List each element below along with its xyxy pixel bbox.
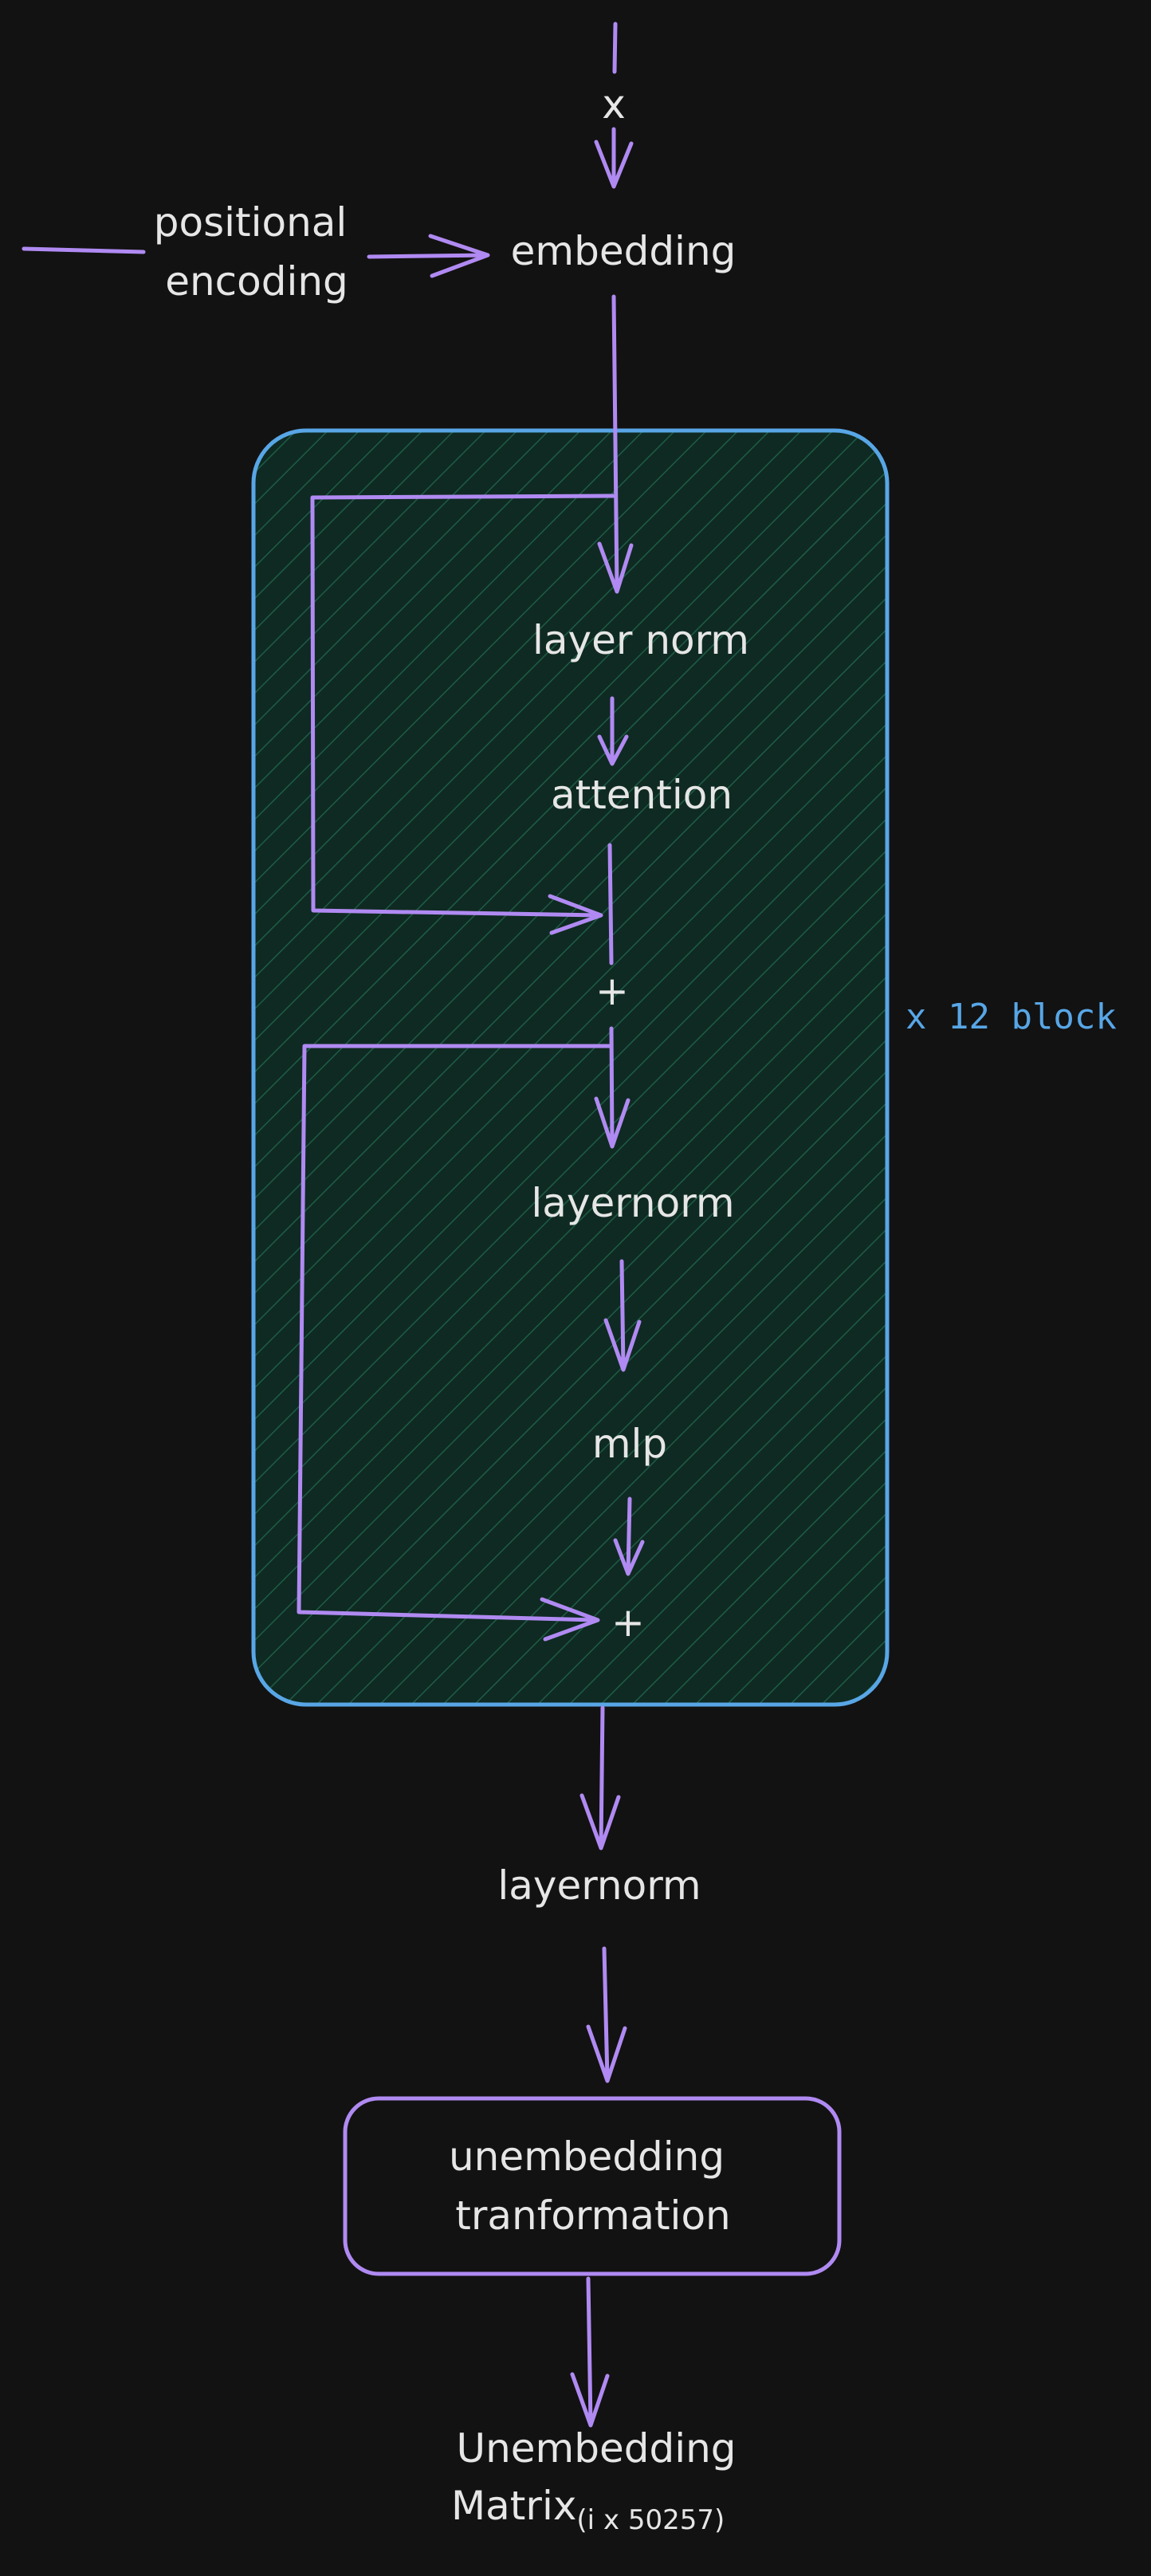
mlp-label: mlp: [592, 1421, 667, 1467]
block-repeat-label: x 12 block: [905, 997, 1117, 1037]
unembedding-box: [343, 2096, 842, 2276]
input-x-label: x: [602, 81, 626, 128]
input-arrow: [594, 22, 634, 189]
unembedding-line-2: tranformation: [455, 2193, 730, 2239]
transformer-block-border: [251, 428, 890, 1707]
positional-encoding-arrow: [367, 234, 490, 278]
positional-encoding-label: positional encoding: [154, 199, 359, 305]
positional-encoding-line-1: positional: [154, 199, 348, 246]
layernorm-to-mlp-arrow: [603, 1259, 642, 1372]
output-matrix-subscript: (i x 50257): [576, 2504, 725, 2536]
add-2-label: +: [611, 1599, 645, 1646]
output-line-1: Unembedding: [456, 2425, 736, 2472]
positional-encoding-line-2: encoding: [165, 258, 348, 305]
residual-1-line: [310, 494, 618, 918]
unembedding-line-1: unembedding: [449, 2134, 725, 2180]
embedding-to-layernorm-arrow: [597, 294, 634, 594]
connectors: [22, 22, 645, 2428]
residual-1-arrowhead: [548, 894, 603, 935]
block-to-layernorm-arrow: [579, 1705, 621, 1850]
layer-norm-1-label: layer norm: [532, 617, 749, 663]
residual-2-arrowhead: [540, 1597, 600, 1642]
transformer-block-hatch: [253, 431, 887, 1705]
final-layernorm-label: layernorm: [497, 1862, 701, 1909]
mlp-to-add-arrow: [613, 1496, 645, 1576]
add-1-label: +: [595, 968, 629, 1014]
attention-to-add-line: [607, 843, 614, 966]
unembedding-to-output-arrow: [570, 2276, 610, 2428]
layernorm-to-attention-arrow: [597, 696, 629, 766]
residual-2-line: [297, 1044, 614, 1622]
positional-encoding-line: [22, 246, 146, 254]
output-line-2: Matrix(i x 50257): [451, 2483, 725, 2536]
unembedding-label: unembedding tranformation: [449, 2134, 737, 2239]
transformer-block: [251, 428, 890, 1707]
layer-norm-2-label: layernorm: [531, 1180, 734, 1226]
layernorm-to-unembedding-arrow: [586, 1946, 627, 2083]
output-matrix-word: Matrix: [451, 2483, 576, 2529]
embedding-label: embedding: [511, 228, 737, 274]
attention-label: attention: [551, 772, 733, 818]
